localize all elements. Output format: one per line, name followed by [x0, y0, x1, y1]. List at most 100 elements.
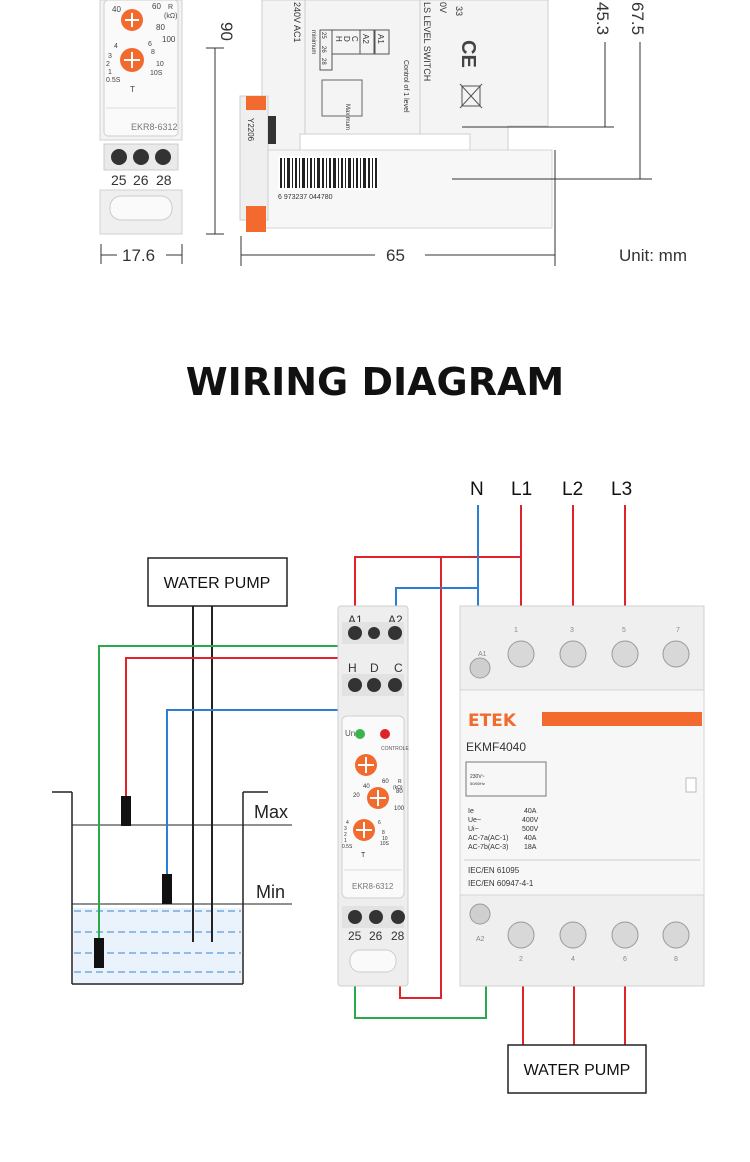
- max-level-label: Max: [254, 802, 288, 822]
- contactor: A1 1 3 5 7 ETEK EKMF4040 230V~ 50/60Hz I…: [459, 605, 705, 987]
- spec-label: AC-7a(AC-1): [468, 835, 508, 842]
- side-d: D: [342, 36, 351, 42]
- dimension-width: 17.6: [122, 246, 155, 265]
- probe-min: [162, 874, 172, 904]
- relay-front-top: 60 40 R (kΩ) 80 100 6 8 4 3 2 1 0.5S 10S…: [99, 0, 183, 141]
- dial-label: 2: [344, 832, 347, 838]
- dial-label: 10: [382, 836, 388, 842]
- dial-label: 80: [156, 23, 165, 32]
- contactor-freq: 50/60Hz: [470, 781, 485, 786]
- spec-label: AC-7b(AC-3): [468, 844, 508, 851]
- water-pump-label-right: WATER PUMP: [524, 1062, 631, 1079]
- contactor-3-label: 3: [570, 627, 574, 634]
- weee-icon: [459, 83, 483, 109]
- probe-common: [94, 938, 104, 968]
- wire-red-l1-a1: [354, 505, 522, 630]
- relay-model-label: EKR8-6312: [352, 882, 394, 891]
- contactor-5-label: 5: [622, 627, 626, 634]
- side-volt: 0V: [438, 2, 448, 13]
- dial-label: 60: [152, 2, 161, 11]
- dial-label: 2: [106, 61, 110, 68]
- contactor-2-label: 2: [519, 956, 523, 963]
- contactor-voltage: 230V~: [470, 774, 485, 780]
- water-pump-box-left: WATER PUMP: [147, 557, 288, 942]
- dial-label: (kΩ): [393, 785, 403, 791]
- barcode: 6 973237 044780: [278, 156, 378, 201]
- water-pump-label-left: WATER PUMP: [164, 575, 271, 592]
- dial-label: 10S: [380, 841, 390, 847]
- dial-label: 80: [396, 789, 403, 795]
- dimension-depth: 65: [386, 246, 405, 265]
- level-relay: A1 A2 H D C Un CONTROLE 40 60 80 20 100: [337, 605, 409, 987]
- side-voltage: 240V AC1: [292, 2, 302, 43]
- contactor-a2-label: A2: [476, 936, 485, 943]
- dimension-height: 90: [217, 22, 236, 41]
- screw-terminal: [111, 149, 127, 165]
- side-28: 28: [320, 58, 326, 65]
- dial-label: 10S: [150, 70, 163, 77]
- spec-value: 18A: [524, 844, 537, 851]
- spec-value: 500V: [522, 826, 539, 833]
- phase-n-label: N: [470, 479, 484, 500]
- dial-label: 0.5S: [106, 77, 121, 84]
- contactor-6-label: 6: [623, 956, 627, 963]
- spec-label: Ui~: [468, 826, 479, 833]
- relay-26-label: 26: [369, 929, 383, 943]
- unit-label: Unit: mm: [619, 246, 687, 265]
- wiring-section: N L1 L2 L3 Max Min WATER PUMP: [52, 479, 705, 1094]
- phase-l2-label: L2: [562, 479, 583, 500]
- phase-l3-label: L3: [611, 479, 632, 500]
- contactor-7-label: 7: [676, 627, 680, 634]
- spec-label: Ue~: [468, 817, 481, 824]
- min-level-label: Min: [256, 882, 285, 902]
- dial-label: 6: [148, 41, 152, 48]
- side-control: Control of 1 level: [402, 60, 409, 113]
- dial-label: R: [398, 779, 402, 785]
- contactor-4-label: 4: [571, 956, 575, 963]
- relay-un-label: Un: [345, 729, 355, 738]
- side-a2: A2: [361, 34, 370, 44]
- dial-label: 4: [346, 820, 349, 826]
- standard-label: IEC/EN 61095: [468, 866, 520, 875]
- contactor-8-label: 8: [674, 956, 678, 963]
- relay-28-label: 28: [391, 929, 405, 943]
- contactor-a1-label: A1: [478, 651, 487, 658]
- relay-25-label: 25: [348, 929, 362, 943]
- spec-label: Ie: [468, 808, 474, 815]
- terminal-26: 26: [133, 172, 149, 188]
- dial-label: T: [361, 852, 366, 859]
- side-25: 25: [320, 32, 326, 39]
- dimension-67-5: 67.5: [628, 2, 647, 35]
- screw-terminal: [133, 149, 149, 165]
- relay-h-label: H: [348, 661, 357, 675]
- side-batch: Y2206: [246, 118, 255, 142]
- probe-max: [121, 796, 131, 826]
- side-product: LS LEVEL SWITCH: [422, 2, 432, 81]
- side-a1: A1: [376, 34, 385, 44]
- ce-mark: CE: [457, 40, 479, 68]
- dial-label: 3: [108, 53, 112, 60]
- contactor-brand: ETEK: [468, 711, 517, 731]
- dial-label: 3: [344, 826, 347, 832]
- dial-label: T: [130, 85, 135, 94]
- contactor-1-label: 1: [514, 627, 518, 634]
- side-maximum: Maximum: [344, 104, 350, 130]
- dimension-45-3: 45.3: [593, 2, 612, 35]
- relay-led: [380, 729, 390, 739]
- water-pump-box-right: WATER PUMP: [507, 1044, 647, 1094]
- dial-label: 8: [151, 49, 155, 56]
- side-h: H: [334, 36, 343, 42]
- dial-label: 100: [394, 806, 405, 812]
- side-26: 26: [320, 46, 326, 53]
- phase-l1-label: L1: [511, 479, 532, 500]
- wiring-diagram-title: WIRING DIAGRAM: [186, 360, 564, 404]
- screw-terminal: [155, 149, 171, 165]
- dial-label: 100: [162, 35, 176, 44]
- dial-label: 60: [382, 779, 389, 785]
- dimension-section: 60 40 R (kΩ) 80 100 6 8 4 3 2 1 0.5S 10S…: [99, 0, 687, 266]
- relay-c-label: C: [394, 661, 403, 675]
- relay-controle-label: CONTROLE: [381, 746, 409, 752]
- dial-label: 1: [344, 838, 347, 844]
- dial-label: 10: [156, 61, 164, 68]
